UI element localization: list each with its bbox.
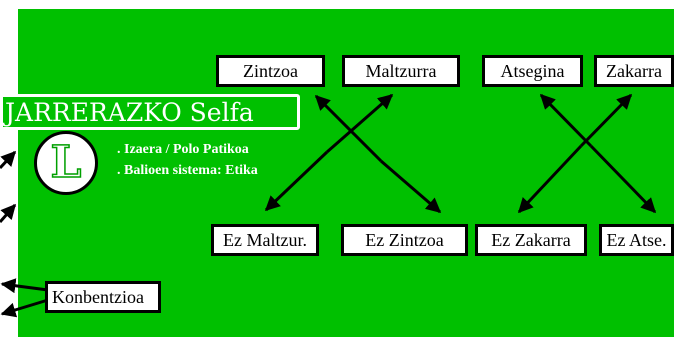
- term-zakarra: Zakarra: [594, 55, 674, 87]
- detail-balioen-sistema: . Balioen sistema: Etika: [117, 163, 258, 178]
- term-konbentzioa: Konbentzioa: [45, 281, 161, 313]
- arrow-left-edge-1: [0, 150, 17, 170]
- term-ez-atse: Ez Atse.: [599, 224, 674, 256]
- title-banner: JARRERAZKO Selfa: [0, 94, 300, 130]
- term-ez-zakarra: Ez Zakarra: [475, 224, 587, 256]
- letter-badge: L: [34, 131, 98, 195]
- arrow-left-edge-2: [0, 203, 17, 223]
- term-ez-maltzur: Ez Maltzur.: [211, 224, 319, 256]
- detail-izaera: . Izaera / Polo Patikoa: [117, 142, 249, 157]
- term-atsegina: Atsegina: [482, 55, 583, 87]
- term-zintzoa: Zintzoa: [216, 55, 325, 87]
- term-maltzurra: Maltzurra: [342, 55, 460, 87]
- term-ez-zintzoa: Ez Zintzoa: [341, 224, 468, 256]
- title-text: JARRERAZKO Selfa: [5, 97, 254, 127]
- badge-letter: L: [50, 137, 82, 188]
